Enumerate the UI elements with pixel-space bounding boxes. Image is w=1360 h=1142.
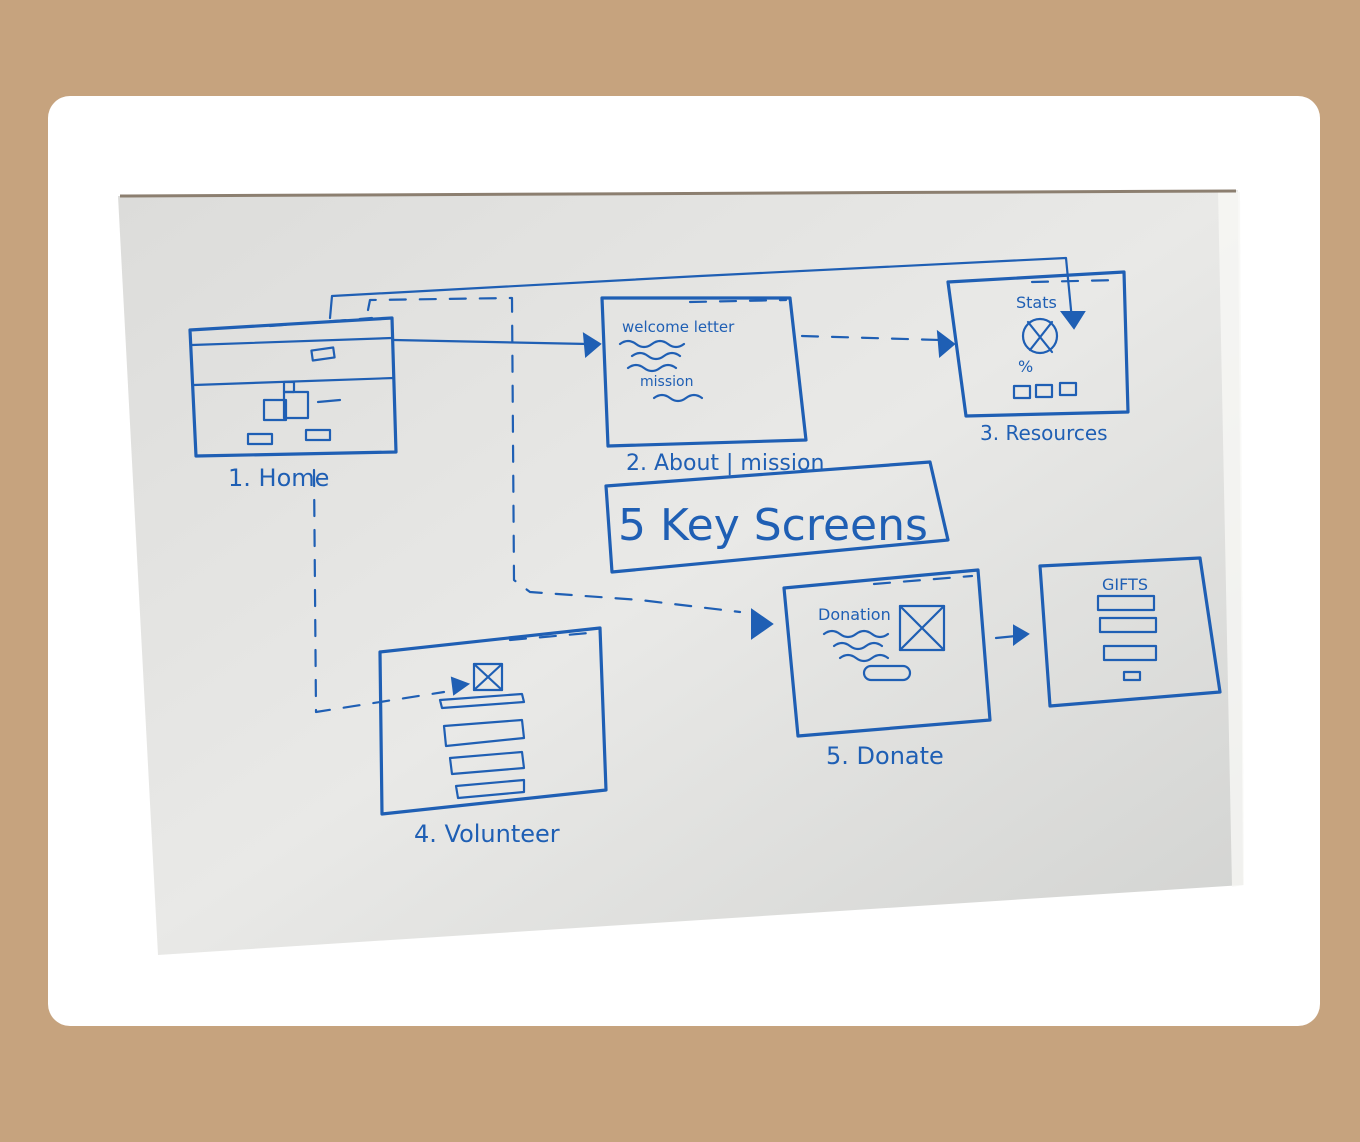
donate-image-placeholder-icon (898, 604, 946, 652)
whiteboard (118, 190, 1243, 955)
label-volunteer: 4. Volunteer (414, 820, 560, 848)
arrow-about-to-resources (800, 334, 942, 342)
donate-text-donation: Donation (818, 605, 891, 624)
arrow-home-to-volunteer (312, 468, 446, 714)
whiteboard-top-edge (119, 189, 1237, 198)
arrow-home-to-resources (328, 256, 1074, 322)
label-home: 1. Home (228, 464, 329, 492)
resources-text-percent: % (1018, 357, 1033, 376)
diagram-title: 5 Key Screens (618, 500, 928, 551)
arrow-home-to-about (392, 338, 590, 346)
arrow-donate-to-gifts (994, 634, 1018, 640)
title-box: 5 Key Screens (604, 460, 950, 574)
pie-chart-icon (1021, 317, 1059, 355)
screen-donate: Donation 5. Donate (782, 568, 992, 770)
screen-gifts: GIFTS (1038, 556, 1222, 708)
label-resources: 3. Resources (980, 421, 1108, 445)
about-text-mission: mission (640, 374, 693, 390)
donate-button-sketch (862, 664, 912, 682)
screen-home: 1. Home (188, 316, 398, 492)
gifts-text: GIFTS (1102, 575, 1148, 594)
label-donate: 5. Donate (826, 742, 944, 770)
image-placeholder-icon (472, 662, 504, 692)
screen-volunteer: 4. Volunteer (378, 626, 608, 848)
about-text-welcome: welcome letter (622, 318, 735, 336)
screen-resources: Stats % 3. Resources (946, 270, 1130, 445)
resources-text-stats: Stats (1016, 293, 1057, 312)
whiteboard-frame-edge (1218, 190, 1244, 887)
arrow-home-to-donate (366, 296, 742, 614)
